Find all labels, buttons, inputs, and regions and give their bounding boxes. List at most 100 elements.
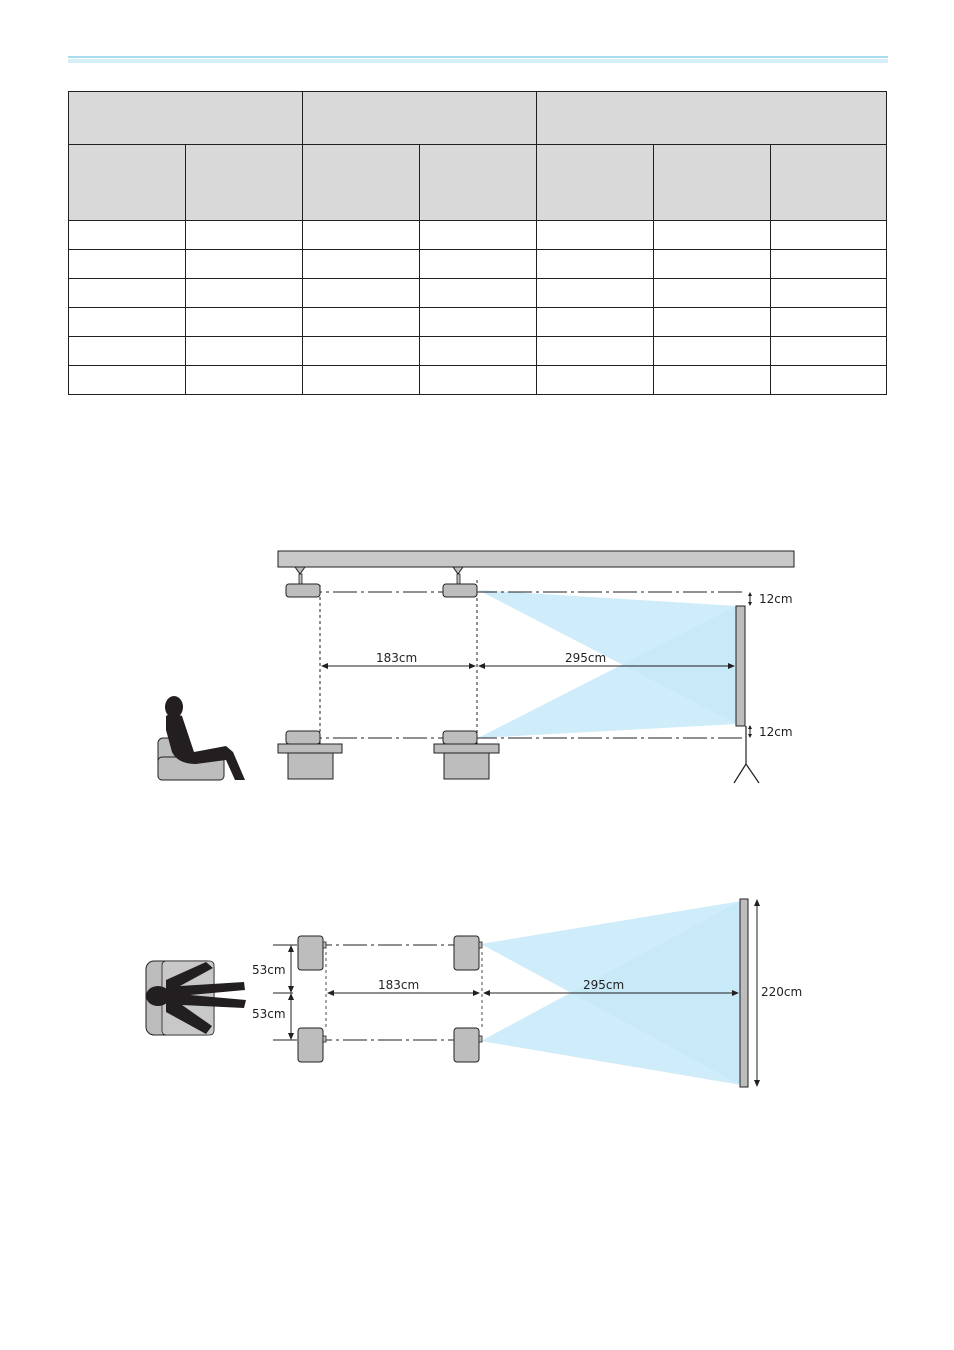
dimension-arrow-183 xyxy=(327,990,480,996)
table-stand xyxy=(277,743,343,780)
table-row xyxy=(68,249,888,279)
table-cell xyxy=(185,365,303,395)
table-cell xyxy=(302,365,420,395)
dimension-arrow-53-lower xyxy=(288,993,294,1040)
table-subheader-cell xyxy=(68,144,186,221)
ceiling-bar xyxy=(277,550,795,568)
label-throw-distance: 295cm xyxy=(565,651,606,665)
header-rule xyxy=(68,56,888,63)
label-spacing: 183cm xyxy=(378,978,419,992)
table-cell xyxy=(769,365,888,395)
table-stand xyxy=(433,743,500,780)
table-cell xyxy=(68,220,186,250)
spec-table xyxy=(68,91,888,395)
table-cell xyxy=(302,307,420,337)
table-cell xyxy=(419,278,537,308)
label-spacing: 183cm xyxy=(376,651,417,665)
label-throw-distance: 295cm xyxy=(583,978,624,992)
table-subheader-cell xyxy=(769,144,888,221)
table-cell xyxy=(653,220,771,250)
projector-top-rear-upper xyxy=(297,935,327,971)
dimension-arrow-183 xyxy=(321,663,476,669)
table-cell xyxy=(419,307,537,337)
label-top-offset: 12cm xyxy=(759,592,793,606)
table-cell xyxy=(185,278,303,308)
table-header-cell xyxy=(68,91,303,145)
table-subheader-cell xyxy=(302,144,420,221)
dimension-arrow-295 xyxy=(478,663,735,669)
projector-top-front-upper xyxy=(453,935,483,971)
dimension-arrow-220 xyxy=(754,899,760,1087)
dimension-arrow-295 xyxy=(483,990,739,996)
table-cell xyxy=(536,365,654,395)
projection-screen xyxy=(735,605,746,727)
dimension-arrow-53-upper xyxy=(288,945,294,993)
table-cell xyxy=(302,249,420,279)
table-cell xyxy=(769,336,888,366)
table-cell xyxy=(419,249,537,279)
ceiling-mount xyxy=(294,566,306,585)
projection-screen xyxy=(739,898,749,1088)
screen-tripod xyxy=(733,726,760,784)
table-cell xyxy=(68,278,186,308)
table-row xyxy=(68,220,888,250)
label-screen-width: 220cm xyxy=(761,985,802,999)
table-cell xyxy=(68,365,186,395)
projector-table-rear xyxy=(285,730,321,745)
projector-ceiling-front xyxy=(442,583,478,598)
table-cell xyxy=(302,336,420,366)
table-cell xyxy=(653,365,771,395)
table-cell xyxy=(68,249,186,279)
projector-ceiling-rear xyxy=(285,583,321,598)
table-cell xyxy=(185,220,303,250)
table-cell xyxy=(419,336,537,366)
table-subheader-row xyxy=(68,144,888,221)
table-row xyxy=(68,278,888,308)
table-cell xyxy=(769,307,888,337)
dimension-arrow-12-bottom xyxy=(748,725,752,738)
dimension-arrow-12-top xyxy=(748,592,752,606)
table-cell xyxy=(419,365,537,395)
label-upper-offset: 53cm xyxy=(252,963,286,977)
table-cell xyxy=(419,220,537,250)
table-cell xyxy=(769,220,888,250)
table-cell xyxy=(536,249,654,279)
label-bottom-offset: 12cm xyxy=(759,725,793,739)
table-cell xyxy=(769,249,888,279)
table-subheader-cell xyxy=(185,144,303,221)
table-cell xyxy=(185,249,303,279)
label-lower-offset: 53cm xyxy=(252,1007,286,1021)
projection-beam-lower xyxy=(478,606,737,738)
table-cell xyxy=(68,307,186,337)
table-header-cell xyxy=(302,91,537,145)
projector-table-front xyxy=(442,730,478,745)
table-row xyxy=(68,307,888,337)
top-view-diagram: 53cm 53cm 183cm 295cm 220cm xyxy=(145,898,802,1088)
table-subheader-cell xyxy=(536,144,654,221)
table-cell xyxy=(653,249,771,279)
table-row xyxy=(68,365,888,395)
table-cell xyxy=(536,307,654,337)
table-cell xyxy=(653,278,771,308)
table-cell xyxy=(185,307,303,337)
table-cell xyxy=(653,307,771,337)
side-view-diagram: 183cm 295cm 12cm 12cm xyxy=(157,550,795,784)
table-cell xyxy=(536,278,654,308)
table-row xyxy=(68,336,888,366)
table-cell xyxy=(536,336,654,366)
table-cell xyxy=(536,220,654,250)
table-cell xyxy=(68,336,186,366)
table-cell xyxy=(302,220,420,250)
table-cell xyxy=(185,336,303,366)
table-header-row xyxy=(68,91,888,145)
table-subheader-cell xyxy=(653,144,771,221)
table-subheader-cell xyxy=(419,144,537,221)
person-silhouette-top xyxy=(146,962,246,1034)
table-cell xyxy=(769,278,888,308)
ceiling-mount xyxy=(452,566,464,585)
table-cell xyxy=(653,336,771,366)
table-header-cell xyxy=(535,91,888,145)
person-silhouette-side xyxy=(165,696,245,780)
projector-top-front-lower xyxy=(453,1027,483,1063)
table-cell xyxy=(302,278,420,308)
